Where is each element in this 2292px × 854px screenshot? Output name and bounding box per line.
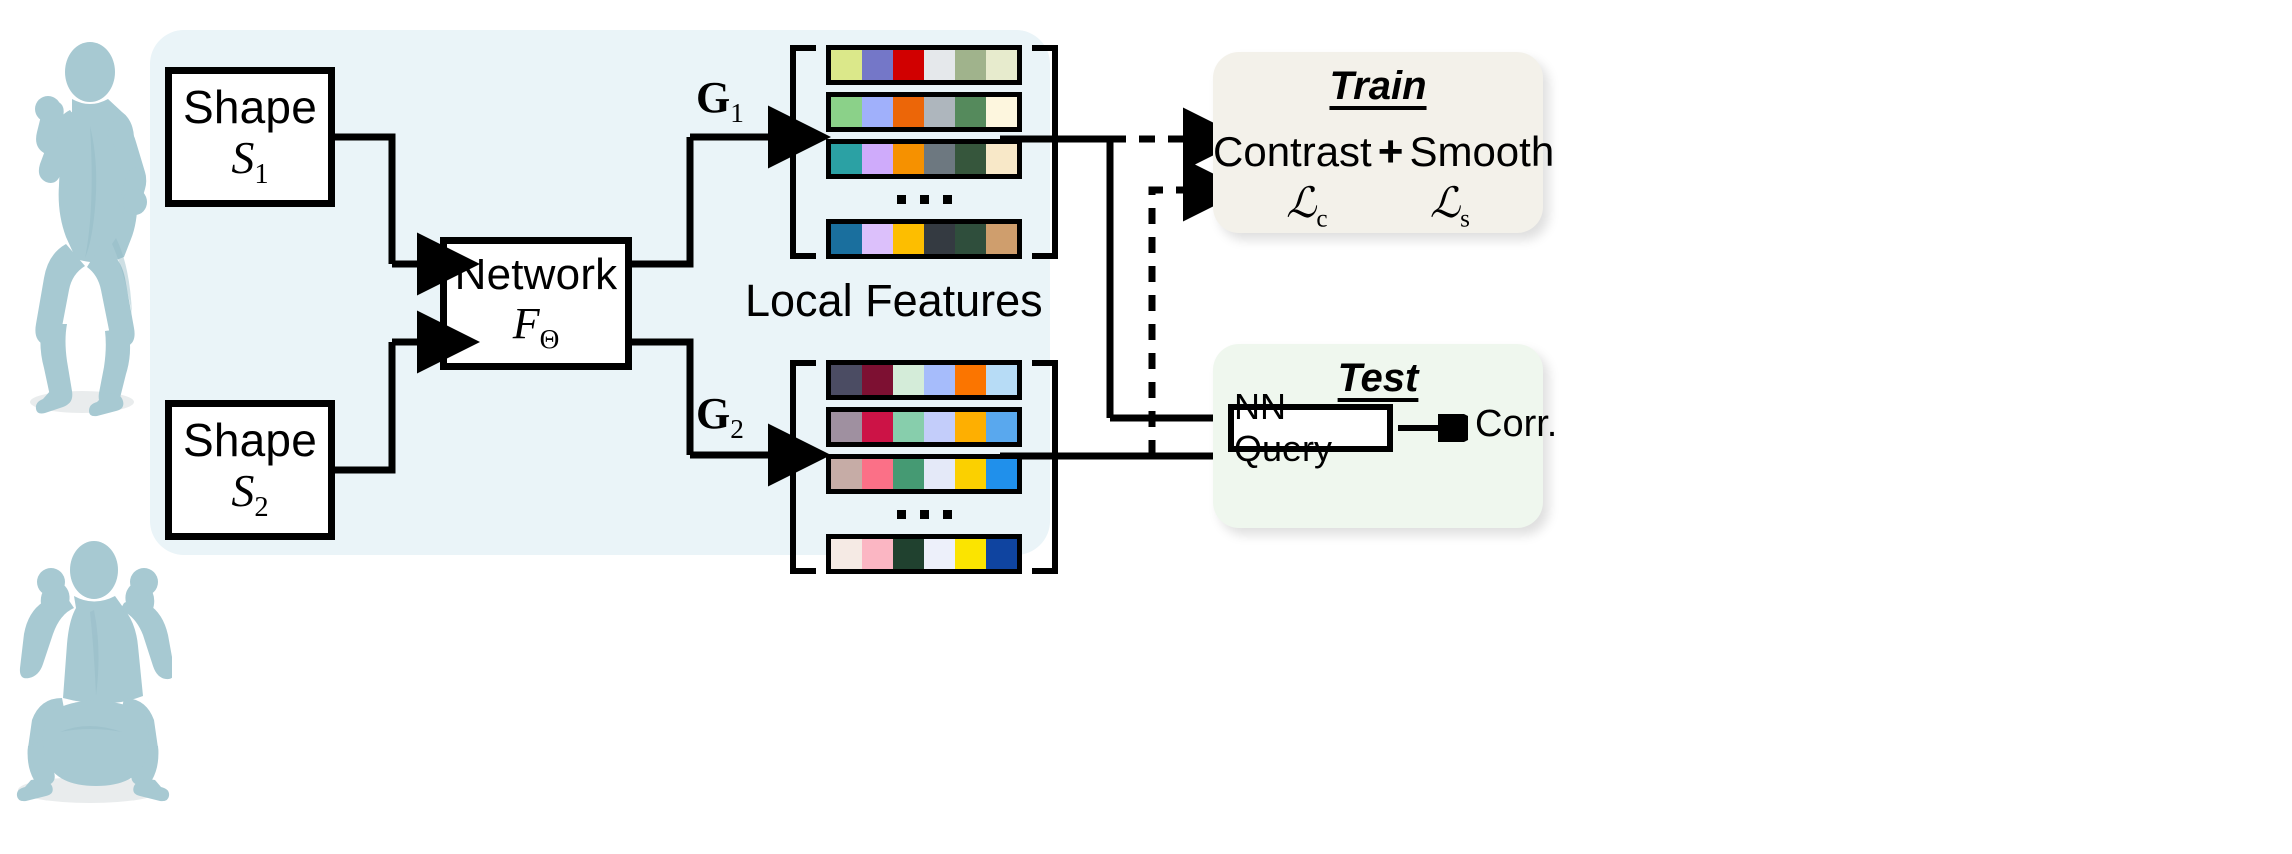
feature-cell [893,412,924,442]
feature-row [826,45,1022,85]
bracket-right-icon [1032,360,1058,574]
feature-cell [955,459,986,489]
shape-1-title: Shape [182,80,317,133]
feature-row [826,454,1022,494]
feature-cell [893,539,924,569]
feature-cell [924,144,955,174]
feature-row [826,360,1022,400]
plus-icon: + [1377,127,1404,176]
feature-cell [862,144,893,174]
network-title: Network [454,250,618,300]
feature-cell [893,50,924,80]
feature-cell [986,224,1017,254]
feature-cell [831,412,862,442]
loss-contrast-symbol: ℒc [1286,181,1328,233]
network-box[interactable]: Network FΘ [440,237,632,370]
network-symbol: FΘ [512,299,560,355]
shape-2-title: Shape [182,413,317,466]
feature-cell [924,365,955,395]
feature-cell [862,224,893,254]
g1-label: G1 [696,73,744,128]
local-features-caption: Local Features [745,275,1043,326]
g2-rows [816,360,1032,574]
feature-row [826,219,1022,259]
smooth-label: Smooth [1409,128,1555,175]
feature-cell [986,97,1017,127]
bracket-right-icon [1032,45,1058,259]
feature-cell [986,365,1017,395]
feature-cell [986,539,1017,569]
feature-cell [986,412,1017,442]
corr-label: Corr. [1475,403,1558,445]
contrast-label: Contrast [1213,128,1372,175]
feature-cell [862,97,893,127]
feature-cell [955,539,986,569]
feature-cell [955,224,986,254]
feature-cell [924,539,955,569]
feature-row [826,407,1022,447]
feature-cell [862,459,893,489]
g1-feature-matrix [790,45,1058,259]
train-losses: ℒc ℒs [1213,178,1543,233]
feature-cell [955,144,986,174]
feature-cell [893,459,924,489]
human-mesh-sitting-arms-up-pose [4,470,172,840]
feature-cell [831,224,862,254]
feature-cell [831,365,862,395]
feature-cell [924,412,955,442]
nn-query-box[interactable]: NN Query [1228,386,1393,469]
shape-2-box[interactable]: Shape S2 [165,400,335,540]
g1-rows [816,45,1032,259]
feature-cell [955,97,986,127]
human-mesh-flexing-pose [4,6,154,421]
train-terms: Contrast+Smooth [1213,127,1554,177]
feature-cell [986,144,1017,174]
feature-cell [893,365,924,395]
test-title: Test [1337,356,1419,400]
feature-cell [831,144,862,174]
vertical-ellipsis-icon [826,186,1022,212]
feature-cell [924,459,955,489]
train-card: Train Contrast+Smooth ℒc ℒs [1213,52,1554,233]
feature-cell [986,459,1017,489]
train-title: Train [1329,64,1427,108]
feature-cell [924,50,955,80]
bracket-left-icon [790,360,816,574]
vertical-ellipsis-icon [826,501,1022,527]
shape-2-symbol: S2 [231,464,269,524]
feature-cell [924,97,955,127]
g2-feature-matrix [790,360,1058,574]
feature-cell [986,50,1017,80]
feature-cell [831,50,862,80]
feature-cell [893,97,924,127]
shape-1-symbol: S1 [231,131,269,191]
shape-1-box[interactable]: Shape S1 [165,67,335,207]
feature-cell [893,224,924,254]
bracket-left-icon [790,45,816,259]
feature-cell [831,539,862,569]
feature-cell [955,50,986,80]
feature-cell [862,365,893,395]
loss-smooth-symbol: ℒs [1429,181,1470,233]
feature-cell [831,97,862,127]
feature-cell [862,50,893,80]
feature-row [826,92,1022,132]
g2-label: G2 [696,389,744,444]
nn-to-corr-arrow-icon [1398,414,1468,442]
feature-row [826,534,1022,574]
feature-cell [862,412,893,442]
feature-cell [831,459,862,489]
feature-cell [862,539,893,569]
feature-cell [955,412,986,442]
feature-row [826,139,1022,179]
feature-cell [893,144,924,174]
feature-cell [924,224,955,254]
feature-cell [955,365,986,395]
